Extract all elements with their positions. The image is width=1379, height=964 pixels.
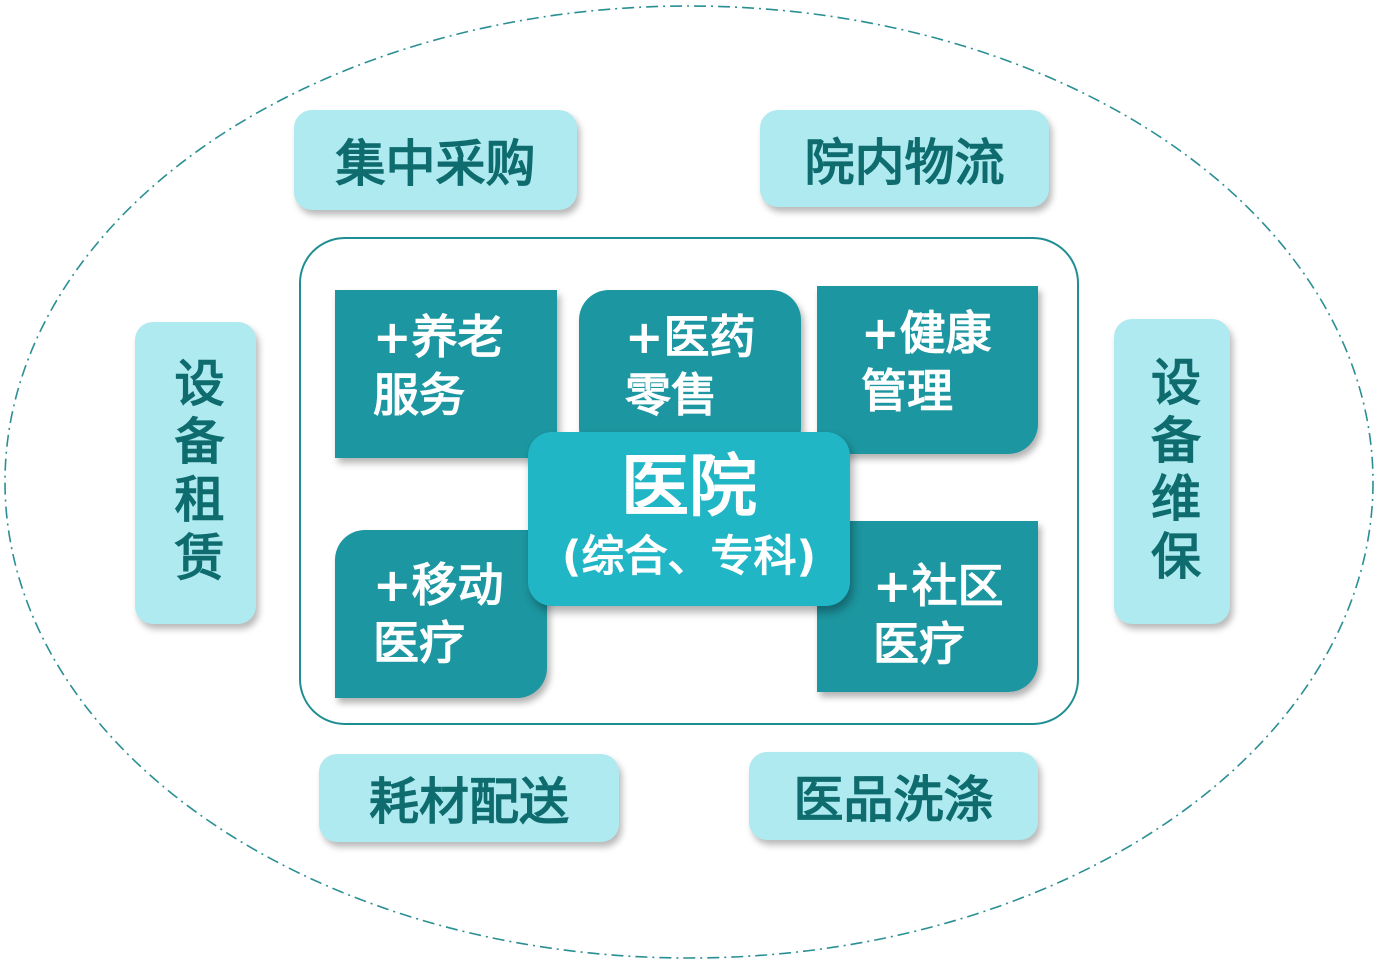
community-healthcare-line-2: 医疗 xyxy=(873,617,965,671)
elderly-care-service-box: +养老 服务 xyxy=(335,290,557,458)
health-management-line-2: 管理 xyxy=(861,364,953,418)
mobile-healthcare-service-box: +移动 医疗 xyxy=(335,530,547,698)
pharmacy-retail-line-2: 零售 xyxy=(625,368,717,422)
health-management-line-1: +健康 xyxy=(861,306,992,360)
pharmacy-retail-service-box: +医药 零售 xyxy=(579,290,801,458)
equipment-leasing-box: 设备租赁 xyxy=(135,322,256,624)
hospital-center-box: 医院 (综合、专科) xyxy=(528,432,850,606)
community-healthcare-service-box: +社区 医疗 xyxy=(817,521,1038,692)
health-management-service-box: +健康 管理 xyxy=(817,286,1038,454)
hospital-logistics-box: 院内物流 xyxy=(760,110,1049,207)
pharmacy-retail-line-1: +医药 xyxy=(625,310,756,364)
community-healthcare-line-1: +社区 xyxy=(873,559,1004,613)
medical-laundry-box: 医品洗涤 xyxy=(749,752,1038,840)
mobile-healthcare-line-2: 医疗 xyxy=(373,616,465,670)
hospital-title: 医院 xyxy=(620,448,757,527)
mobile-healthcare-line-1: +移动 xyxy=(373,558,504,612)
central-procurement-box: 集中采购 xyxy=(294,110,577,210)
elderly-care-line-2: 服务 xyxy=(373,368,465,422)
elderly-care-line-1: +养老 xyxy=(373,310,504,364)
consumables-delivery-box: 耗材配送 xyxy=(319,754,619,842)
equipment-maintenance-box: 设备维保 xyxy=(1114,319,1230,624)
hospital-subtitle: (综合、专科) xyxy=(561,532,817,582)
